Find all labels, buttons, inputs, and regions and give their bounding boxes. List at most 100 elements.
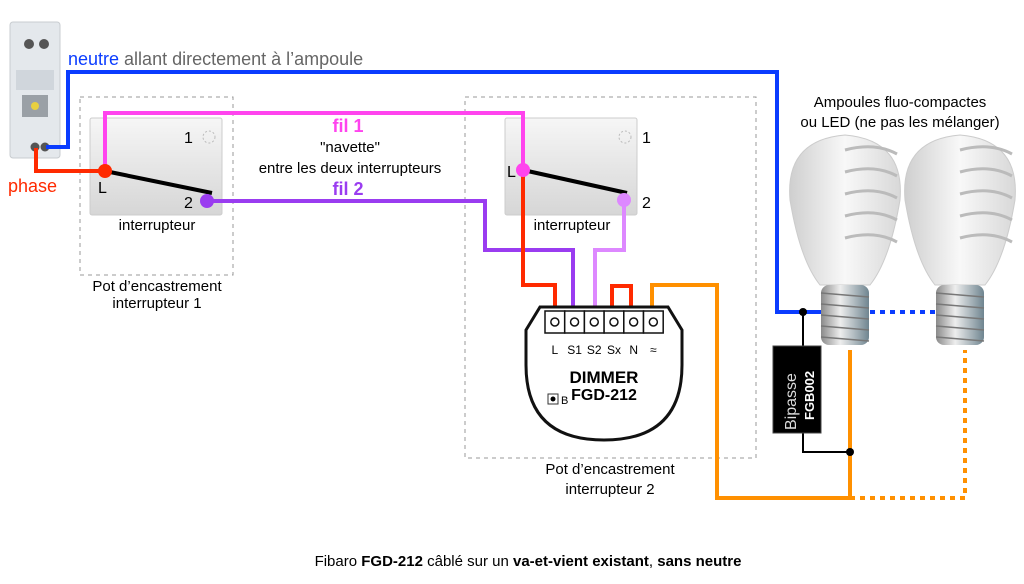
- b-button-label: B: [561, 395, 568, 407]
- spiral-icon: [959, 189, 1013, 200]
- navette-label: "navette": [320, 139, 380, 156]
- spiral-icon: [844, 233, 898, 244]
- junction-dot: [799, 308, 807, 316]
- screw-icon: [609, 317, 619, 327]
- dimmer-module: L S1 S2 Sx N ≈ DIMMER FGD-212 B: [524, 305, 684, 442]
- dimmer-terminal: [544, 310, 566, 334]
- switch-1[interactable]: [89, 117, 223, 216]
- switch-2-label: interrupteur: [534, 217, 611, 234]
- dimmer-terminal: [642, 310, 664, 334]
- bulb-2: [904, 134, 1016, 345]
- fil-1-label: fil 1: [332, 116, 363, 136]
- bypass-wire: [802, 433, 850, 453]
- pot-2-label-line1: Pot d’encastrement: [545, 461, 675, 478]
- fil-2-wire: [207, 199, 575, 306]
- bulb-1: [789, 134, 901, 345]
- phase-label: phase: [8, 176, 57, 196]
- pot-1-label-line1: Pot d’encastrement: [92, 278, 222, 295]
- terminal-1-empty-icon: [202, 130, 216, 144]
- switch-2-l-dot: [516, 163, 530, 177]
- thread-line: [935, 303, 985, 309]
- spiral-icon: [844, 211, 898, 222]
- dimmer-model: FGD-212: [571, 387, 637, 404]
- switch-2-terminal-l: L: [507, 164, 516, 181]
- screw-icon: [648, 317, 659, 327]
- bulbs-label-line2: ou LED (ne pas les mélanger): [800, 114, 999, 131]
- dimmer-terminal: [563, 310, 586, 334]
- load-wire-dotted: [850, 350, 967, 500]
- dimmer-terminal-label: Sx: [607, 343, 621, 357]
- load-wire: [650, 283, 852, 500]
- thread-line: [935, 325, 985, 331]
- spiral-icon: [959, 145, 1013, 156]
- bulb-glass: [904, 134, 1016, 286]
- bypass-model: FGB002: [802, 371, 817, 420]
- between-switches-label: entre les deux interrupteurs: [259, 160, 442, 177]
- spiral-icon: [959, 211, 1013, 222]
- circuit-breaker: [9, 21, 61, 159]
- switch-1-lever: [104, 169, 213, 195]
- thread-line: [935, 314, 985, 320]
- screw-icon: [628, 317, 639, 327]
- spiral-icon: [844, 189, 898, 200]
- bulbs-label-line1: Ampoules fluo-compactes: [814, 94, 987, 111]
- switch-1-l-dot: [98, 164, 112, 178]
- spiral-icon: [959, 167, 1013, 178]
- caption: Fibaro FGD-212 câblé sur un va-et-vient …: [315, 553, 742, 570]
- pot-1-box: [79, 96, 234, 276]
- screw-icon: [550, 317, 560, 327]
- spiral-icon: [844, 145, 898, 156]
- fil-1-wire: [103, 111, 525, 171]
- switch-2-lever: [522, 168, 628, 195]
- l-wire: [521, 170, 557, 306]
- dimmer-terminal: [583, 310, 605, 334]
- bulb-base: [936, 285, 984, 345]
- pot-2-box: [464, 96, 757, 459]
- thread-line: [820, 303, 870, 309]
- thread-line: [935, 292, 985, 298]
- switch-1-terminal-l: L: [98, 180, 107, 197]
- junction-dot: [846, 448, 854, 456]
- spiral-icon: [844, 167, 898, 178]
- dimmer-terminal-label: ≈: [650, 343, 657, 357]
- neutral-wire: [46, 70, 830, 314]
- switch-2-2-dot: [617, 193, 631, 207]
- switch-1-terminal-2: 2: [184, 195, 193, 212]
- bulb-base: [821, 285, 869, 345]
- dimmer-terminal: [623, 310, 645, 334]
- dimmer-title: DIMMER: [570, 368, 639, 387]
- dimmer-terminal-label: L: [552, 343, 559, 357]
- switch-2[interactable]: [504, 117, 638, 216]
- screw-icon: [569, 317, 580, 327]
- switch-2-terminal-1: 1: [642, 130, 651, 147]
- pot-2-label-line2: interrupteur 2: [565, 481, 654, 498]
- neutral-label: neutre allant directement à l’ampoule: [68, 49, 363, 69]
- terminal-1-empty-icon: [618, 130, 632, 144]
- spiral-icon: [959, 233, 1013, 244]
- bulb-glass: [789, 134, 901, 286]
- dimmer-terminal-label: N: [629, 343, 638, 357]
- thread-line: [820, 292, 870, 298]
- b-button-dot-icon: [550, 396, 556, 402]
- dimmer-terminal: [603, 310, 625, 334]
- sx-n-bridge-wire: [610, 284, 633, 306]
- pot-1-label-line2: interrupteur 1: [112, 295, 201, 312]
- dimmer-terminal-label: S2: [587, 343, 602, 357]
- switch-1-label: interrupteur: [119, 217, 196, 234]
- thread-line: [820, 325, 870, 331]
- dimmer-terminal-label: S1: [567, 343, 582, 357]
- s2-wire: [593, 200, 626, 306]
- phase-wire: [34, 148, 105, 173]
- bypass-module: Bipasse FGB002: [772, 345, 822, 434]
- thread-line: [935, 336, 985, 342]
- fil-2-label: fil 2: [332, 179, 363, 199]
- switch-1-terminal-1: 1: [184, 130, 193, 147]
- thread-line: [820, 314, 870, 320]
- switch-1-2-dot: [200, 194, 214, 208]
- screw-icon: [589, 317, 599, 327]
- switch-2-terminal-2: 2: [642, 195, 651, 212]
- bypass-label: Bipasse: [783, 373, 800, 430]
- thread-line: [820, 336, 870, 342]
